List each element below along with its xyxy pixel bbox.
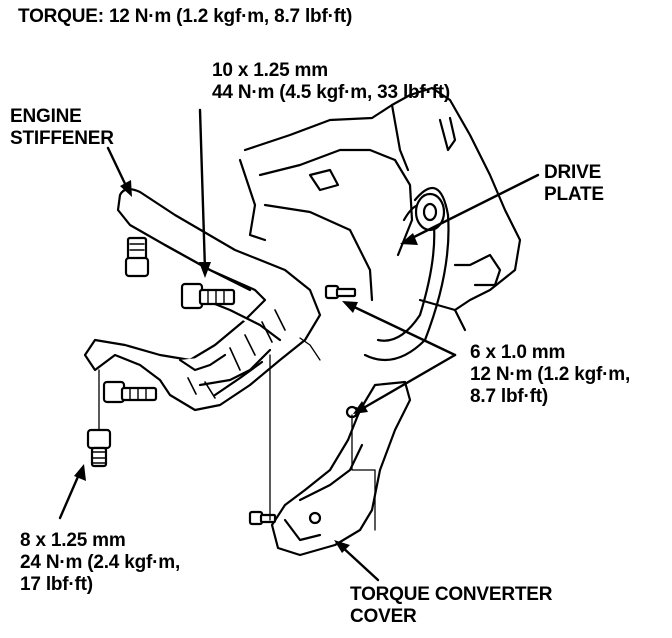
label-engine-stiffener: ENGINE STIFFENER xyxy=(10,106,114,150)
bolt-lower-stiffener xyxy=(102,380,158,404)
bolt-engine-stiffener-left xyxy=(124,236,150,278)
bolt-8x125-size: 8 x 1.25 mm xyxy=(20,530,126,551)
bolt-10x125 xyxy=(180,282,236,310)
bolt-6x10-torque-line2: 8.7 lbf·ft) xyxy=(470,386,549,407)
leader-lines xyxy=(58,108,540,582)
label-drive-plate: DRIVE PLATE xyxy=(544,162,604,206)
bolt-8x125-torque-line2: 17 lbf·ft) xyxy=(20,574,93,595)
leader-arrowheads xyxy=(74,180,418,553)
engine-stiffener xyxy=(83,188,322,412)
bolt-6x10-upper xyxy=(324,284,357,300)
bolt-6x10-torque-line1: 12 N·m (1.2 kgf·m, xyxy=(470,364,631,385)
engine-stiffener-line2: STIFFENER xyxy=(10,128,114,149)
label-bolt-6x10: 6 x 1.0 mm 12 N·m (1.2 kgf·m, 8.7 lbf·ft… xyxy=(470,342,630,408)
bolt-10x125-size: 10 x 1.25 mm xyxy=(212,60,328,81)
drive-plate xyxy=(363,187,450,362)
drive-plate-line1: DRIVE xyxy=(544,162,602,183)
alignment-lines xyxy=(98,337,376,531)
torque-converter-cover xyxy=(270,380,412,557)
transmission-housing xyxy=(238,86,522,332)
torque-header: TORQUE: 12 N·m (1.2 kgf·m, 8.7 lbf·ft) xyxy=(18,6,353,27)
label-torque-converter-cover: TORQUE CONVERTER COVER xyxy=(350,584,553,628)
bolt-6x10-cover xyxy=(248,510,277,526)
engine-stiffener-line1: ENGINE xyxy=(10,106,82,127)
torque-converter-cover-line2: COVER xyxy=(350,606,417,627)
bolt-8x125-torque-line1: 24 N·m (2.4 kgf·m, xyxy=(20,552,181,573)
bolt-8x125 xyxy=(86,428,112,468)
bolt-6x10-size: 6 x 1.0 mm xyxy=(470,342,566,363)
label-bolt-10x125: 10 x 1.25 mm 44 N·m (4.5 kgf·m, 33 lbf·f… xyxy=(212,60,450,104)
drive-plate-line2: PLATE xyxy=(544,184,604,205)
bolt-10x125-torque: 44 N·m (4.5 kgf·m, 33 lbf·ft) xyxy=(212,82,451,103)
label-bolt-8x125: 8 x 1.25 mm 24 N·m (2.4 kgf·m, 17 lbf·ft… xyxy=(20,530,180,596)
torque-converter-cover-line1: TORQUE CONVERTER xyxy=(350,584,553,605)
